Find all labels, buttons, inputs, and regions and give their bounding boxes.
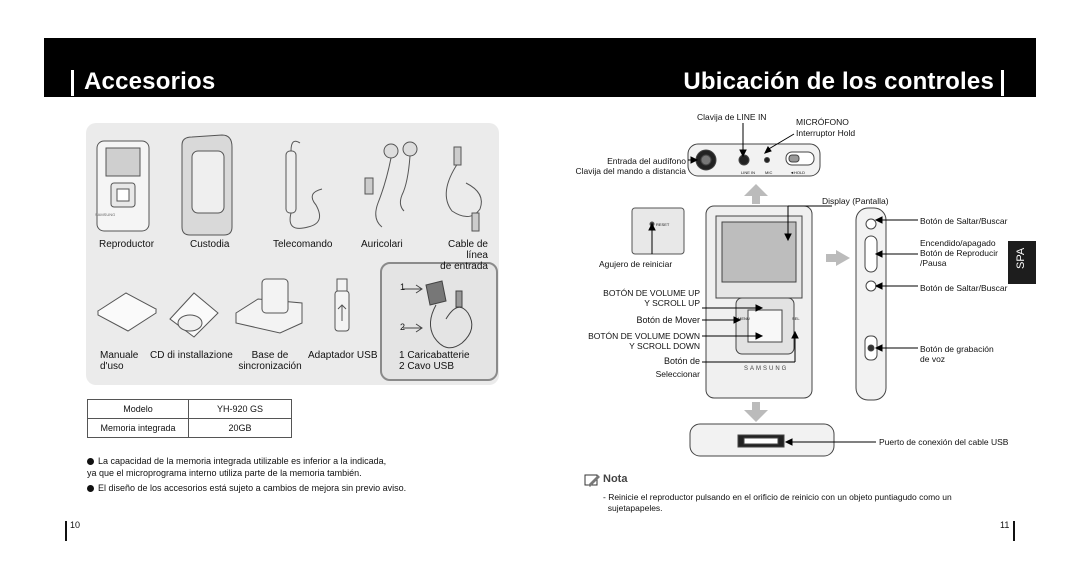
remote-image [285,140,323,229]
reset-tag: RESET [656,222,670,227]
label-earphone-jack: Entrada del audífono Clavija del mando a… [575,156,686,176]
table-cell: Modelo [87,399,189,419]
language-tab: SPA [1008,241,1036,284]
table-cell: 20GB [188,418,292,438]
label-record-button: Botón de grabación de voz [920,344,994,364]
label-power-play: Encendido/apagado Botón de Reproducir /P… [920,238,998,268]
left-page-bar [65,521,67,541]
label-skip-bottom: Botón de Saltar/Buscar [920,283,1008,293]
header-banner [44,38,1036,97]
right-page-bar [1013,521,1015,541]
left-page-number: 10 [70,520,81,530]
right-page-title: Ubicación de los controles [683,68,994,95]
player-bottom-view [689,423,835,457]
view-arrows [744,184,850,422]
note-pencil-icon [584,474,600,487]
table-row: Memoria integrada 20GB [87,418,292,438]
accessory-label-usb-adapter: Adaptador USB [308,350,378,361]
controls-diagram [631,123,918,457]
bullet-icon [87,485,94,493]
cradle-image [235,278,303,334]
usb-marker-1: 1 [400,282,406,292]
accessories-illustrations [96,134,482,349]
pad-label-menu: MENU [738,316,750,321]
label-usb-port: Puerto de conexión del cable USB [879,437,1009,447]
table-cell: Memoria integrada [87,418,189,438]
bullet-note-1: La capacidad de la memoria integrada uti… [87,456,387,478]
port-label-line-in: LINE IN [741,170,756,175]
pad-label-sel: SEL [792,316,800,321]
label-volume-down: BOTÓN DE VOLUME DOWN Y SCROLL DOWN [588,331,700,351]
note-title: Nota [603,473,628,485]
player-top-view [687,143,821,177]
accessory-label-remote: Telecomando [273,239,333,250]
accessory-label-earphones: Auricolari [361,239,403,250]
port-label-hold: ◄HOLD [790,170,806,175]
accessory-label-manual: Manuale d'uso [100,350,139,372]
label-select-button-2: Seleccionar [655,369,700,379]
player-brand: SAMSUNG [95,212,116,217]
port-label-mic: MIC [765,170,773,175]
reset-closeup [631,207,685,255]
label-move-button: Botón de Mover [636,315,700,325]
accessory-label-cd: CD di installazione [150,350,233,361]
label-select-button: Botón de [663,356,700,366]
player-image [96,140,150,232]
leader-lines [648,123,918,446]
right-title-bar [1001,70,1004,96]
label-reset-hole: Agujero de reiniciar [599,259,673,269]
accessory-label-line-in-cable: Cable de línea de entrada [440,239,488,272]
accessory-label-case: Custodia [190,239,230,250]
note-text: - Reinicie el reproductor pulsando en el… [603,492,952,513]
spec-table: Modelo YH-920 GS Memoria integrada 20GB [87,399,292,438]
label-hold: Interruptor Hold [796,128,856,138]
bullet-note-2: El diseño de los accesorios está sujeto … [87,482,507,494]
usb-marker-2: 2 [400,322,406,332]
label-volume-up: BOTÓN DE VOLUME UP Y SCROLL UP [603,288,700,308]
left-title-bar [71,70,74,96]
front-brand: SAMSUNG [744,366,789,372]
label-mic: MICRÓFONO [796,117,849,127]
earphones-image [364,141,418,228]
accessory-label-cradle: Base de sincronización [238,350,302,372]
label-skip-top: Botón de Saltar/Buscar [920,216,1008,226]
label-line-in: Clavija de LINE IN [697,112,767,122]
label-display: Display (Pantalla) [822,196,889,206]
bullet-icon [87,458,94,466]
right-page-number: 11 [1000,520,1010,530]
manual-image [97,292,157,332]
line-in-cable-image [445,146,482,232]
table-cell: YH-920 GS [188,399,292,419]
accessory-label-charger-cable: 1 Caricabatterie 2 Cavo USB [399,350,470,372]
usb-accessory-box [380,262,498,381]
case-image [181,134,233,236]
left-page-title: Accesorios [84,68,216,95]
player-front-view [705,205,813,399]
player-side-view [855,207,887,401]
usb-adapter-image [334,278,350,332]
charger-cable-image [403,280,473,349]
cd-image [169,292,219,338]
table-row: Modelo YH-920 GS [87,399,292,419]
accessory-label-player: Reproductor [99,239,155,250]
